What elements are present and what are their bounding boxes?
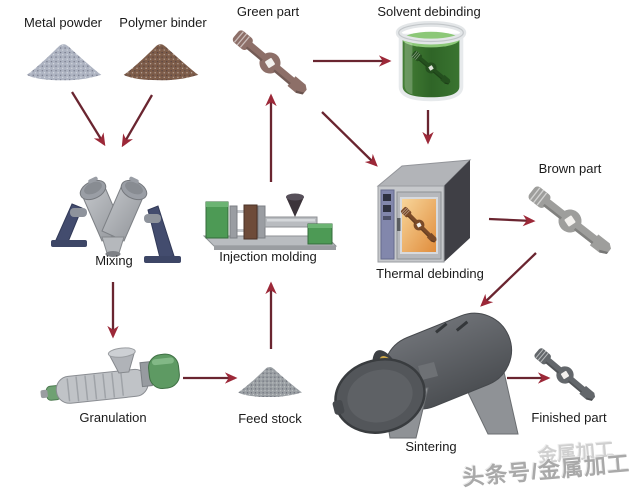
solvent-debinding-label: Solvent debinding	[377, 4, 481, 19]
polymer-binder-label: Polymer binder	[119, 15, 207, 30]
sintering-furnace-illustration	[332, 312, 519, 439]
mixing-label: Mixing	[95, 253, 133, 268]
thermal-debinding-oven-illustration	[376, 159, 472, 263]
feed-stock-pile-illustration	[238, 367, 302, 398]
feed-stock-label: Feed stock	[238, 411, 302, 426]
arrow-green-part-to-thermal-debinding	[321, 111, 378, 167]
thermal-debinding-label: Thermal debinding	[376, 266, 484, 281]
mixing-machine-illustration	[51, 176, 181, 263]
finished-part-illustration	[530, 344, 600, 406]
injection-molding-label: Injection molding	[219, 249, 317, 264]
arrow-metal-powder-to-mixing	[71, 91, 106, 147]
arrow-thermal-debinding-to-brown-part	[488, 214, 536, 227]
granulation-machine-illustration	[40, 347, 180, 404]
polymer-binder-pile-illustration	[123, 44, 199, 81]
arrow-brown-part-to-sintering	[480, 252, 537, 307]
metal-powder-pile-illustration	[26, 44, 102, 81]
green-part-illustration	[228, 25, 313, 101]
arrow-polymer-binder-to-mixing	[121, 94, 153, 148]
finished-part-label: Finished part	[531, 410, 607, 425]
brown-part-illustration	[524, 181, 617, 262]
injection-molding-machine-illustration	[202, 193, 338, 250]
green-part-label: Green part	[236, 4, 300, 19]
metal-powder-label: Metal powder	[23, 15, 103, 30]
brown-part-label: Brown part	[538, 161, 602, 176]
sintering-label: Sintering	[405, 439, 457, 454]
solvent-debinding-beaker-illustration	[395, 20, 467, 102]
granulation-label: Granulation	[79, 410, 147, 425]
